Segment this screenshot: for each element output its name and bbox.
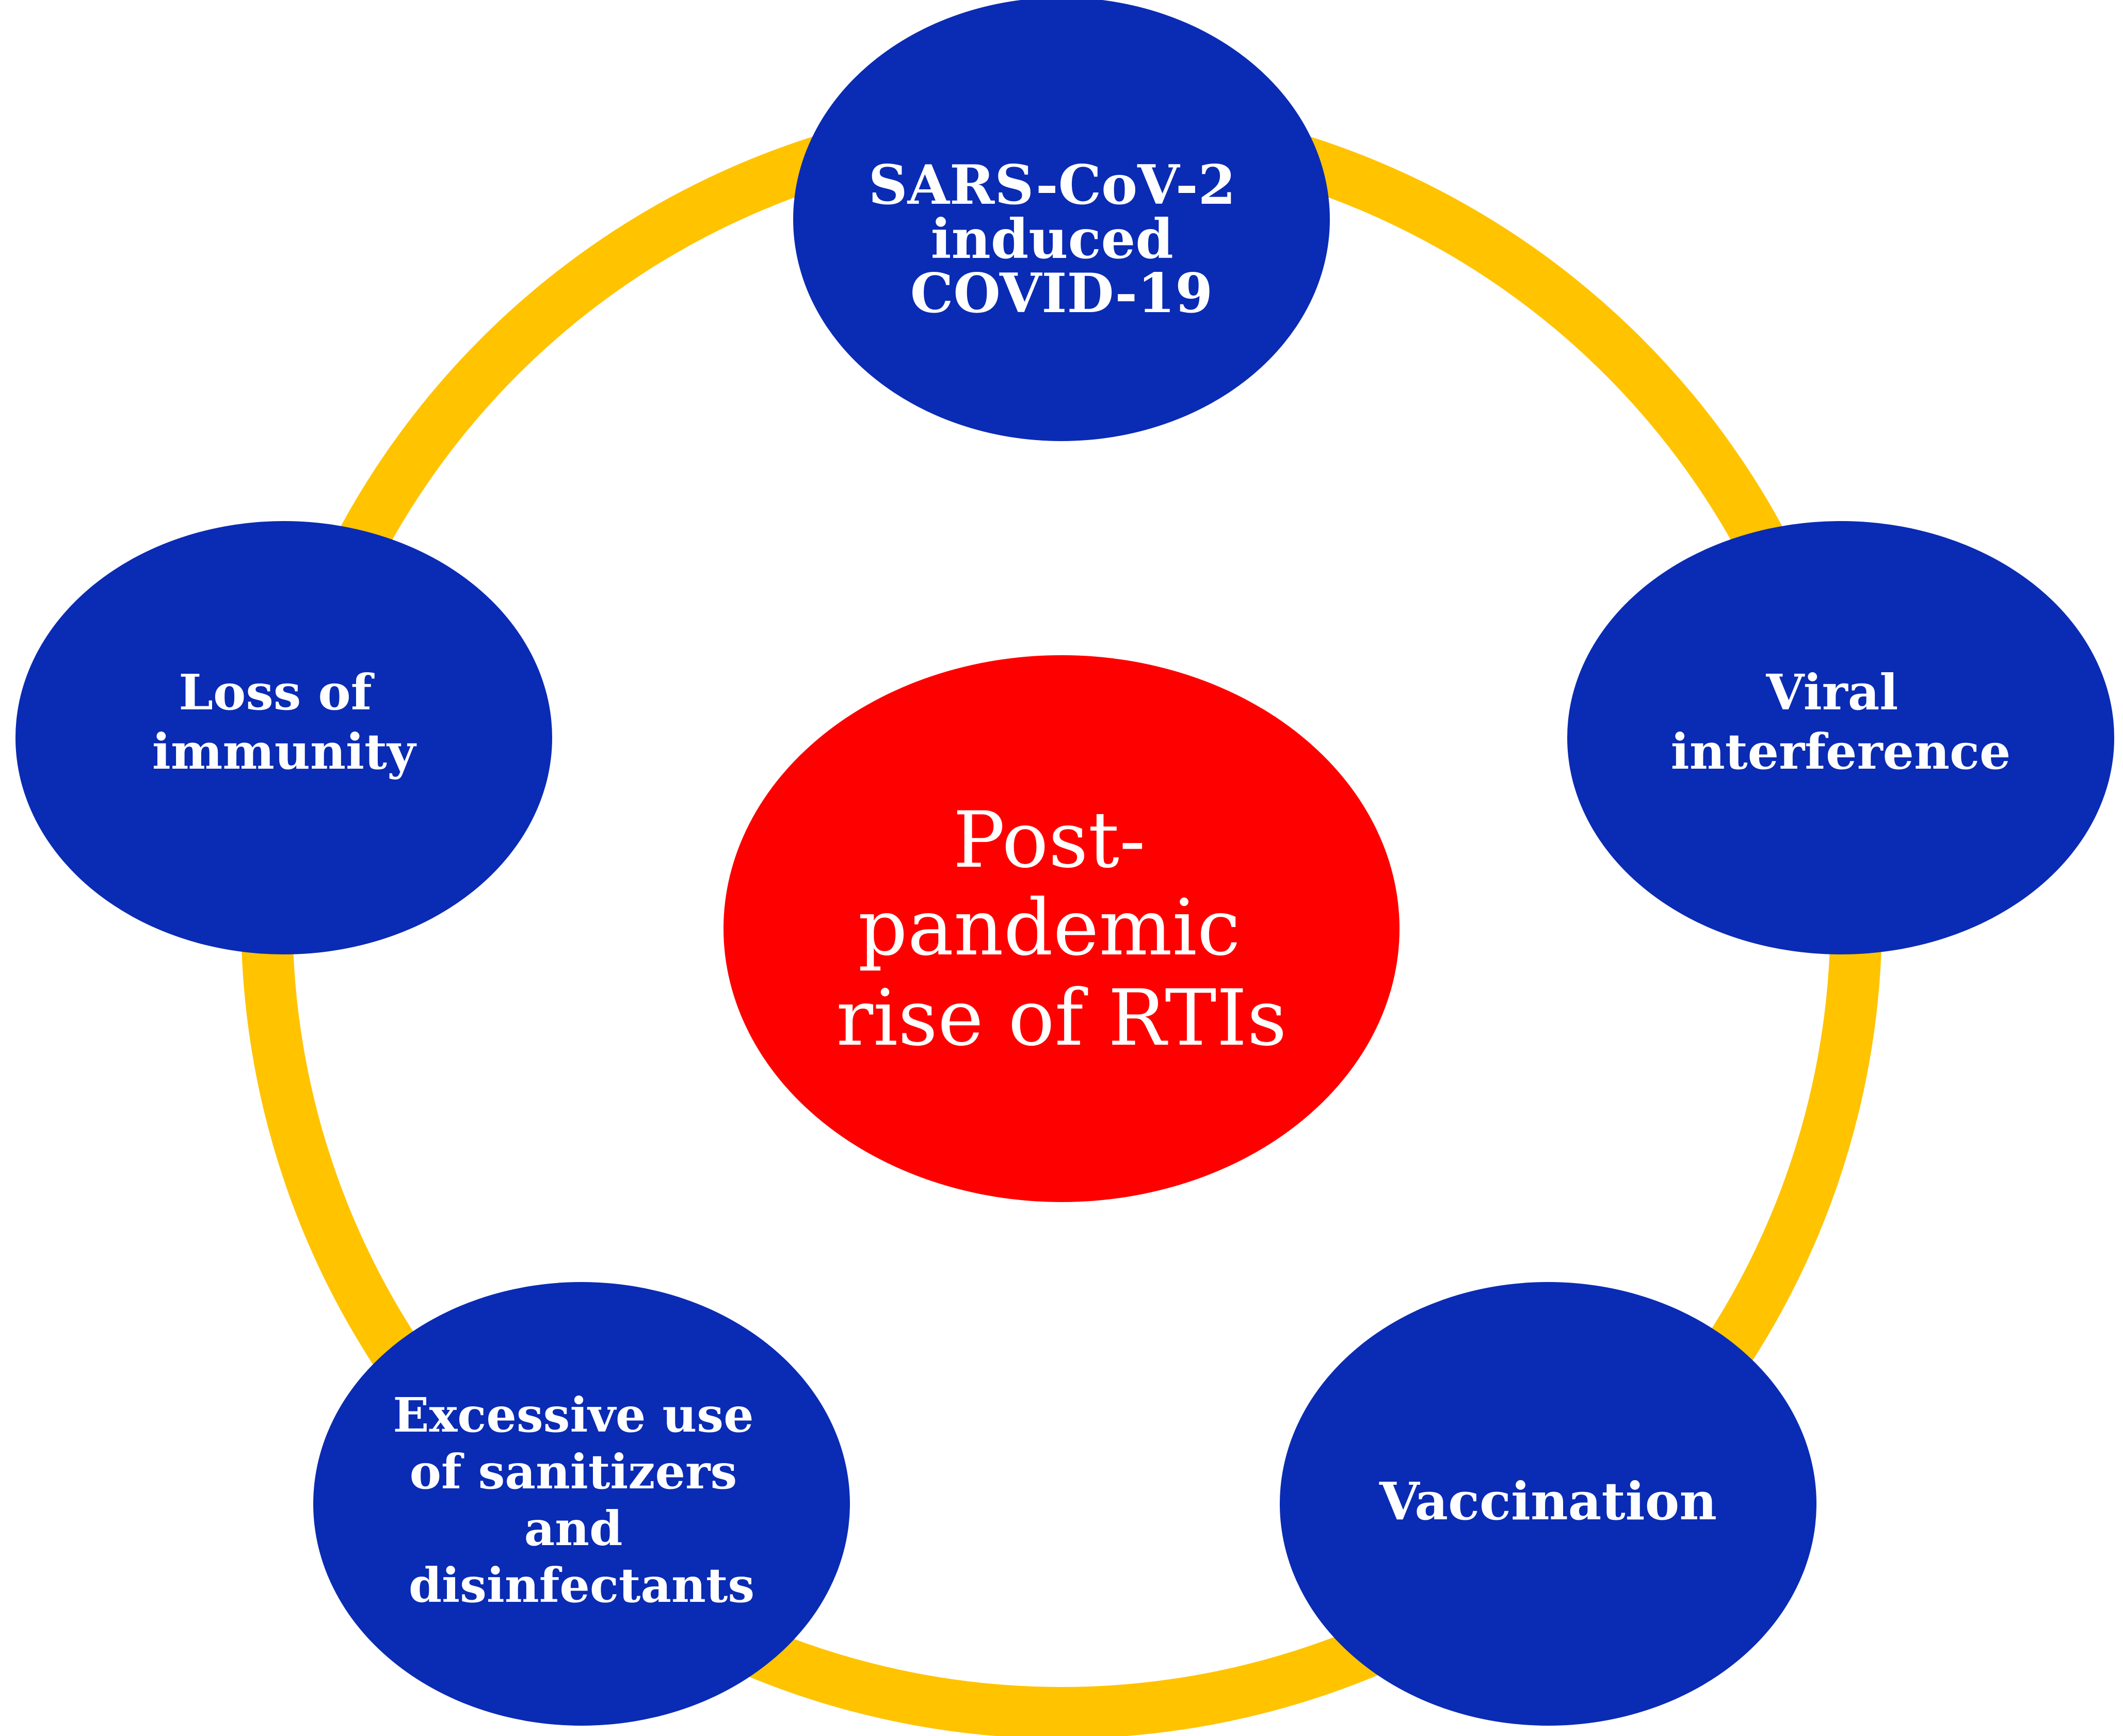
center-ellipse — [723, 655, 1400, 1202]
node-label-line: immunity — [152, 723, 417, 781]
node-loss-of-immunity-ellipse — [15, 521, 552, 954]
node-loss-of-immunity-label: Loss of immunity — [152, 664, 417, 781]
node-viral-interference: Viral interference — [1567, 521, 2114, 954]
node-label-line: Loss of — [179, 664, 375, 721]
node-label-line: Excessive use — [393, 1387, 753, 1443]
center-node: Post- pandemic rise of RTIs — [723, 655, 1400, 1202]
node-label-line: interference — [1671, 723, 2011, 781]
node-viral-interference-ellipse — [1567, 521, 2114, 954]
center-label-line: Post- — [953, 796, 1146, 885]
node-label-line: and — [524, 1501, 623, 1556]
node-sanitizers-label: Excessive use of sanitizers and disinfec… — [393, 1387, 770, 1613]
node-sars-cov-2-ellipse — [793, 0, 1330, 441]
node-vaccination: Vaccination — [1280, 1282, 1816, 1726]
node-label-line: SARS-CoV-2 — [868, 153, 1236, 217]
node-vaccination-label: Vaccination — [1379, 1471, 1717, 1532]
node-label-line: Viral — [1766, 664, 1899, 721]
node-label-line: COVID-19 — [910, 261, 1213, 325]
center-label-line: pandemic — [858, 883, 1241, 973]
center-label: Post- pandemic rise of RTIs — [836, 796, 1286, 1063]
node-label-line: disinfectants — [409, 1557, 754, 1613]
node-sanitizers-ellipse — [313, 1282, 850, 1726]
node-loss-of-immunity: Loss of immunity — [15, 521, 552, 954]
center-label-line: rise of RTIs — [836, 974, 1286, 1063]
node-vaccination-ellipse — [1280, 1282, 1816, 1726]
node-sars-cov-2-label: SARS-CoV-2 induced COVID-19 — [868, 153, 1254, 325]
node-viral-interference-label: Viral interference — [1671, 664, 2011, 781]
node-label-line: of sanitizers — [410, 1444, 737, 1500]
node-sars-cov-2: SARS-CoV-2 induced COVID-19 — [793, 0, 1330, 441]
node-sanitizers: Excessive use of sanitizers and disinfec… — [313, 1282, 850, 1726]
node-label-line: induced — [931, 207, 1173, 271]
node-label-line: Vaccination — [1379, 1471, 1717, 1532]
